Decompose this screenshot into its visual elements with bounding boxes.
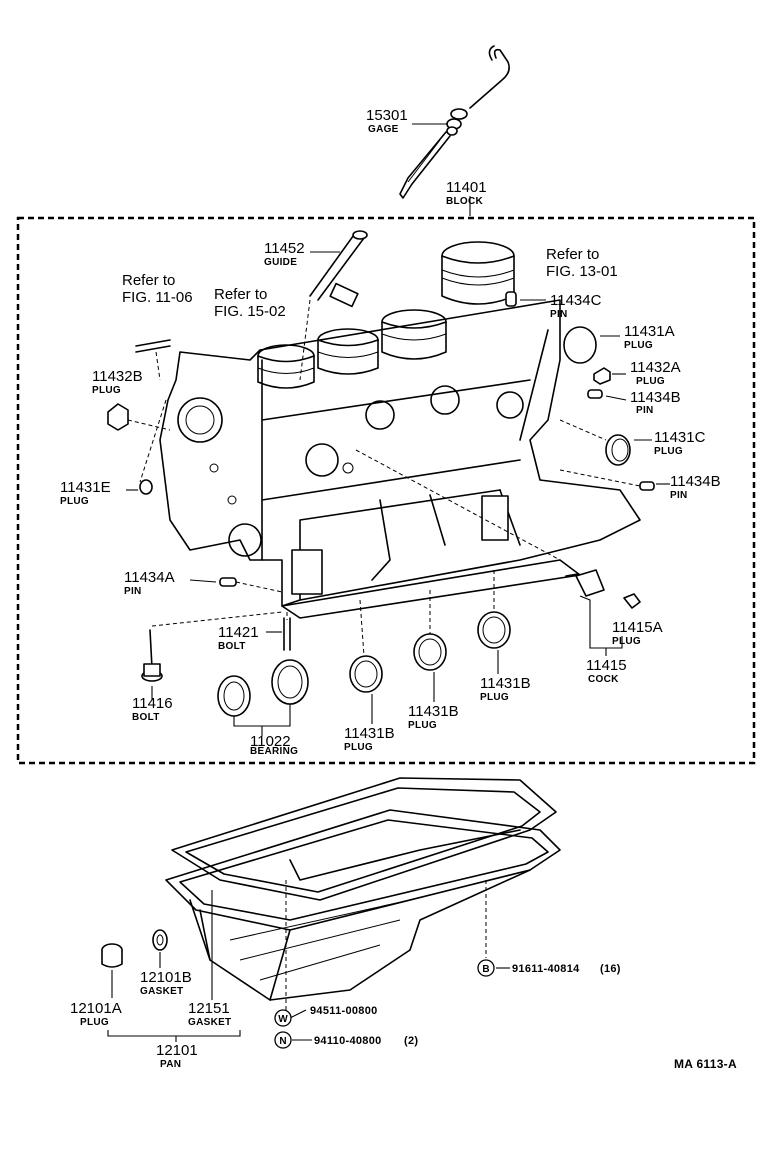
pin-11434b-top-number: 11434B xyxy=(630,389,681,406)
pin-11434c-number: 11434C xyxy=(550,292,602,309)
ref-fig-15-02-line1: Refer to xyxy=(214,286,267,303)
fastener-w-symbol: W xyxy=(274,1009,292,1027)
plug-11431e-name: PLUG xyxy=(60,496,89,507)
bolt-11421-number: 11421 xyxy=(218,624,259,641)
plug-11431c-name: PLUG xyxy=(654,446,683,457)
pin-11434b-bottom-number: 11434B xyxy=(670,473,721,490)
plug-11415a-number: 11415A xyxy=(612,619,663,636)
bearing-11022-number: 11022 xyxy=(250,733,291,750)
block-number: 11401 xyxy=(446,179,487,196)
block-name: BLOCK xyxy=(446,196,484,207)
ref-fig-11-06-line1: Refer to xyxy=(122,272,175,289)
plug-11431a-number: 11431A xyxy=(624,323,675,340)
gasket-12151-number: 12151 xyxy=(188,1000,230,1017)
pin-11434a-number: 11434A xyxy=(124,569,175,586)
fastener-b-symbol: B xyxy=(477,959,495,977)
gage-name: GAGE xyxy=(368,124,399,135)
loose-parts-drawings xyxy=(107,291,655,717)
cock-11415-name: COCK xyxy=(588,674,619,685)
bolt-11421-name: BOLT xyxy=(218,641,246,652)
pin-11434b-top-name: PIN xyxy=(636,405,654,416)
fastener-n-symbol: N xyxy=(274,1031,292,1049)
ref-fig-11-06-line2: FIG. 11-06 xyxy=(122,289,193,306)
gasket-12101b-name: GASKET xyxy=(140,986,183,997)
pan-12101-name: PAN xyxy=(160,1059,181,1070)
gasket-12151-name: GASKET xyxy=(188,1017,231,1028)
plug-11432a-name: PLUG xyxy=(636,376,665,387)
dipstick-guide-drawing xyxy=(309,230,368,308)
fastener-n-qty: (2) xyxy=(404,1035,418,1047)
plug-11431b-mid-number: 11431B xyxy=(408,703,459,720)
ref-fig-13-01-line2: FIG. 13-01 xyxy=(546,263,618,280)
fastener-b-qty: (16) xyxy=(600,963,621,975)
pan-12101-number: 12101 xyxy=(156,1042,198,1059)
plug-11431b-left-number: 11431B xyxy=(344,725,395,742)
plug-12101a-number: 12101A xyxy=(70,1000,122,1017)
bolt-11416-number: 11416 xyxy=(132,695,173,712)
figure-code: MA 6113-A xyxy=(674,1057,737,1071)
plug-12101a-name: PLUG xyxy=(80,1017,109,1028)
cylinder-block-drawing xyxy=(159,299,641,619)
leader-lines xyxy=(107,123,670,1042)
plug-11415a-name: PLUG xyxy=(612,636,641,647)
plug-11431b-mid-name: PLUG xyxy=(408,720,437,731)
plug-11431c-number: 11431C xyxy=(654,429,706,446)
pin-11434b-bottom-name: PIN xyxy=(670,490,688,501)
svg-text:B: B xyxy=(482,964,489,975)
plug-11431b-right-number: 11431B xyxy=(480,675,531,692)
fastener-n-part-number: 94110-40800 xyxy=(314,1035,382,1047)
ref-fig-13-01-line1: Refer to xyxy=(546,246,599,263)
bearing-11022-name: BEARING xyxy=(250,746,298,757)
svg-text:W: W xyxy=(278,1014,288,1025)
plug-11432b-name: PLUG xyxy=(92,385,121,396)
fastener-b-part-number: 91611-40814 xyxy=(512,963,580,975)
oil-gage-drawing xyxy=(399,45,510,199)
gage-number: 15301 xyxy=(366,107,408,124)
plug-11431b-right-name: PLUG xyxy=(480,692,509,703)
plug-11432a-number: 11432A xyxy=(630,359,681,376)
cock-11415-number: 11415 xyxy=(586,657,627,674)
ref-fig-15-02-line2: FIG. 15-02 xyxy=(214,303,286,320)
guide-name: GUIDE xyxy=(264,257,297,268)
pin-11434a-name: PIN xyxy=(124,586,142,597)
pin-11434c-name: PIN xyxy=(550,309,568,320)
piston-drawings xyxy=(257,241,515,389)
plug-11431b-left-name: PLUG xyxy=(344,742,373,753)
plug-11431e-number: 11431E xyxy=(60,479,111,496)
plug-11432b-number: 11432B xyxy=(92,368,143,385)
bolt-11416-name: BOLT xyxy=(132,712,160,723)
fastener-w-part-number: 94511-00800 xyxy=(310,1005,378,1017)
gasket-12101b-number: 12101B xyxy=(140,969,192,986)
plug-11431a-name: PLUG xyxy=(624,340,653,351)
guide-number: 11452 xyxy=(264,240,305,257)
svg-text:N: N xyxy=(279,1036,286,1047)
